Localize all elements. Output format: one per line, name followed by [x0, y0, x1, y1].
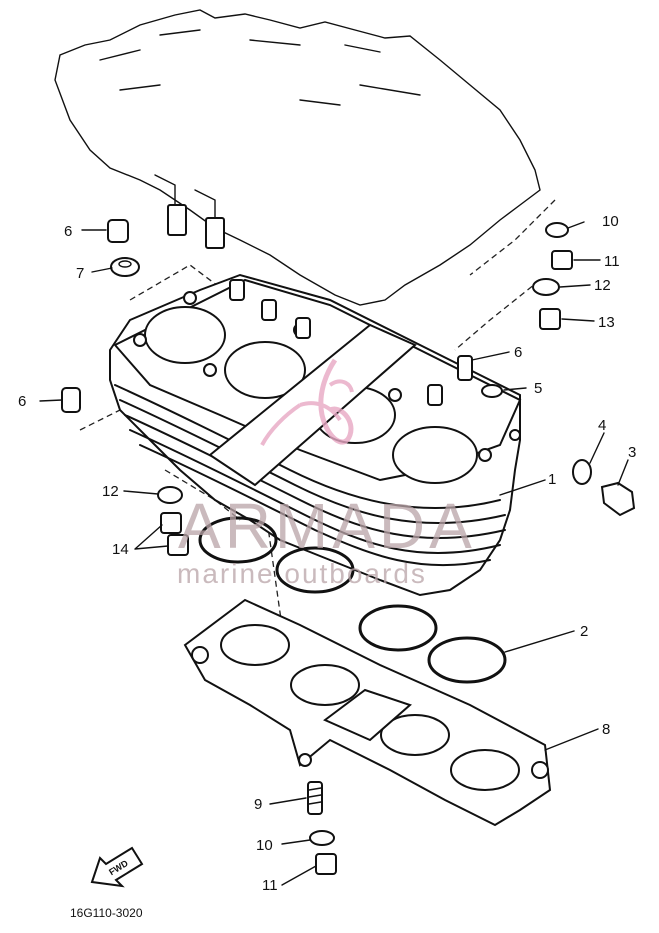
callout-10b: 10	[256, 837, 273, 854]
callout-11a: 11	[604, 253, 620, 270]
callout-13: 13	[598, 314, 615, 331]
callout-7: 7	[76, 265, 84, 282]
hardware	[61, 219, 636, 875]
crankcase-outline	[54, 9, 541, 306]
fwd-arrow-icon: FWD	[90, 846, 144, 888]
oring-5	[481, 384, 503, 398]
seahorse-logo	[260, 358, 354, 446]
watermark-brand: ARMADA	[178, 490, 476, 562]
callout-12a: 12	[594, 277, 611, 294]
o-rings	[198, 516, 507, 684]
callout-3: 3	[628, 444, 636, 461]
callout-1: 1	[548, 471, 556, 488]
watermark-tagline: marine outboards	[177, 558, 427, 589]
callout-10a: 10	[602, 213, 619, 230]
callout-9: 9	[254, 796, 262, 813]
callout-12b: 12	[102, 483, 119, 500]
dowel-6b	[61, 387, 81, 413]
callout-5: 5	[534, 380, 542, 397]
callout-leaders	[39, 221, 629, 886]
callout-14: 14	[112, 541, 129, 558]
callout-11b: 11	[262, 877, 278, 894]
callout-6b: 6	[18, 393, 26, 410]
watermark: ARMADA marine outboards	[177, 358, 476, 589]
base-gasket	[183, 598, 552, 827]
callout-2: 2	[580, 623, 588, 640]
callout-8: 8	[602, 721, 610, 738]
part-code: 16G110-3020	[70, 906, 143, 920]
callout-4: 4	[598, 417, 606, 434]
dowel-6a	[107, 219, 129, 243]
callout-labels: 6 7 6 6 5 10 11 12 13 4 3 1 12 14 2 8 9 …	[18, 213, 636, 894]
callout-6c: 6	[514, 344, 522, 361]
callout-6a: 6	[64, 223, 72, 240]
dowel-6c	[457, 355, 473, 381]
